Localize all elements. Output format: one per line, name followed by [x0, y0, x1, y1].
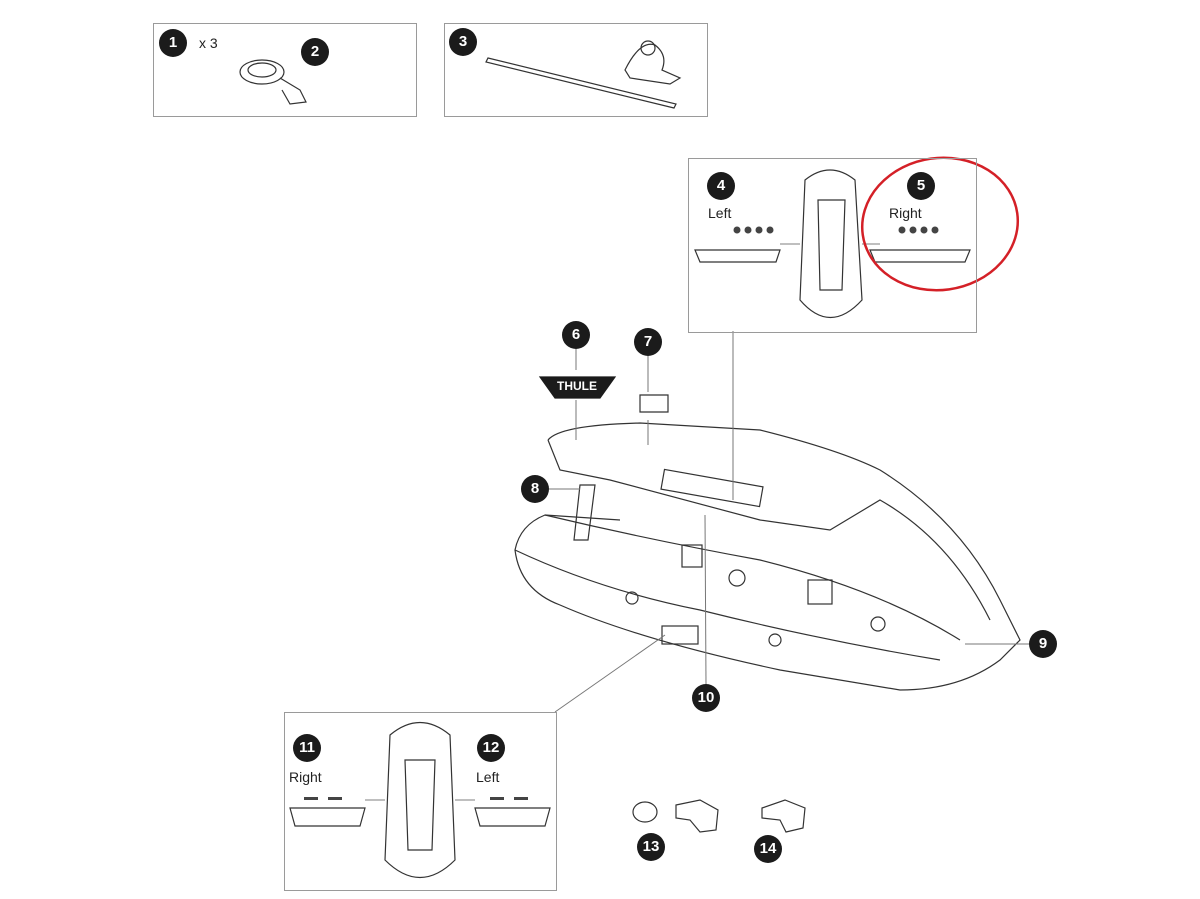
- part-badge-1: 1: [159, 29, 187, 57]
- part-box-1-2: [153, 23, 417, 117]
- part-badge-11: 11: [293, 734, 321, 762]
- part-11-side: Right: [289, 769, 322, 785]
- part-badge-7: 7: [634, 328, 662, 356]
- thule-logo-shape: [538, 376, 617, 399]
- part-badge-2: 2: [301, 38, 329, 66]
- part-box-4-5: [688, 158, 977, 333]
- box-top-view-upper: [694, 169, 971, 319]
- part-badge-10: 10: [692, 684, 720, 712]
- part-box-3: [444, 23, 708, 117]
- part-badge-9: 9: [1029, 630, 1057, 658]
- strap-drawing: [239, 59, 307, 105]
- screws: [304, 226, 939, 800]
- part-5-side: Right: [889, 205, 922, 221]
- part-badge-14: 14: [754, 835, 782, 863]
- part-badge-4: 4: [707, 172, 735, 200]
- part-badge-8: 8: [521, 475, 549, 503]
- rail-drawing: [485, 40, 682, 109]
- part-badge-6: 6: [562, 321, 590, 349]
- part-12-side: Left: [476, 769, 500, 785]
- roof-box-drawing: [514, 394, 1021, 691]
- part-4-side: Left: [708, 205, 732, 221]
- part-badge-3: 3: [449, 28, 477, 56]
- part-badge-5: 5: [907, 172, 935, 200]
- box-top-view-lower: [289, 722, 551, 879]
- part-box-11-12: [284, 712, 557, 891]
- part-badge-13: 13: [637, 833, 665, 861]
- part-badge-12: 12: [477, 734, 505, 762]
- leader-lines: [549, 331, 1029, 713]
- thule-logo-text: THULE: [557, 379, 597, 393]
- lock-and-keys: [632, 799, 806, 833]
- part-1-quantity: x 3: [199, 35, 218, 51]
